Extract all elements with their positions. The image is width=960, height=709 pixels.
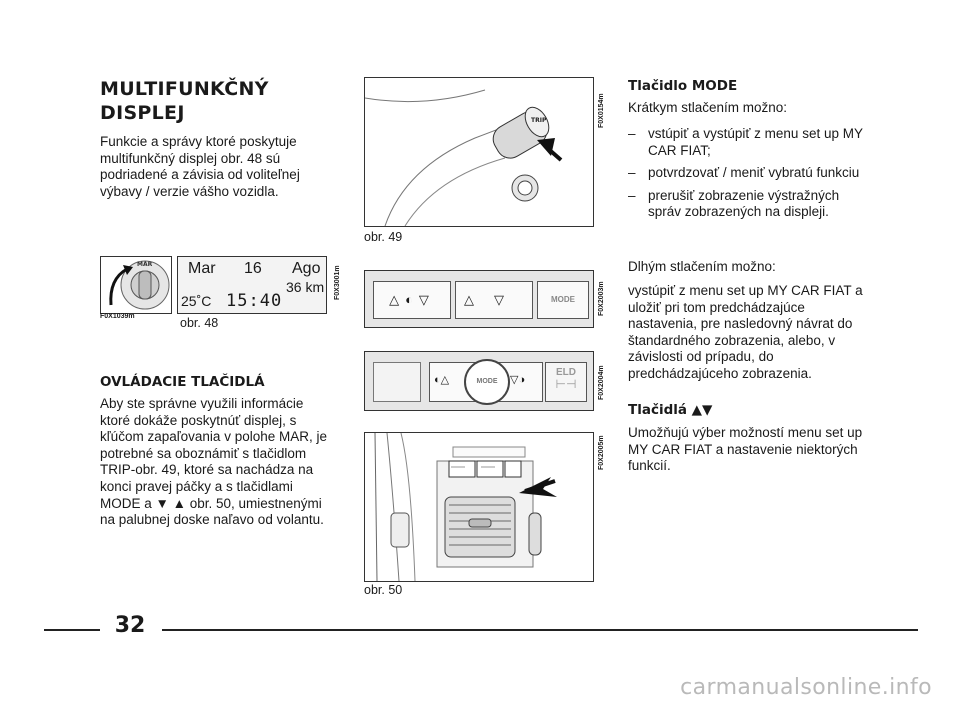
fig50-top-panel: △◐▽ △▽ MODE: [364, 270, 594, 328]
dial-label: MAR: [137, 261, 153, 268]
footer-rule-left: [44, 629, 100, 631]
fig49-frame: TRIP: [364, 77, 594, 227]
mode-title: Tlačidlo MODE: [628, 78, 738, 94]
title-line-2: DISPLEJ: [100, 102, 185, 124]
fig50-code-a: F0X2003m: [598, 281, 605, 316]
trip-stalk-illustration: TRIP: [364, 89, 563, 227]
list-item-text: prerušiť zobrazenie výstražných správ zo…: [648, 187, 840, 220]
intro-paragraph: Funkcie a správy ktoré poskytuje multifu…: [100, 134, 300, 199]
display-month: Ago: [292, 260, 321, 277]
short-press-list: –vstúpiť a vystúpiť z menu set up MY CAR…: [628, 126, 868, 227]
fig50-middle-panel: ◐△ MODE ▽◑ ELD ⊢⊣: [364, 351, 594, 411]
short-press-text: Krátkym stlačením možno:: [628, 100, 788, 115]
fig48-display-frame: Mar 16 Ago 36 km 25˚C 15:40: [177, 256, 327, 314]
ignition-dial-illustration: MAR: [109, 260, 170, 310]
long-press-paragraph: vystúpiť z menu set up MY CAR FIAT a ulo…: [628, 283, 863, 381]
headlight-up-icon: ◐△: [434, 374, 450, 386]
list-item: –prerušiť zobrazenie výstražných správ z…: [628, 188, 868, 221]
page-title: MULTIFUNKČNÝ DISPLEJ: [100, 77, 269, 125]
display-day: Mar: [188, 260, 216, 277]
section-paragraph: Aby ste správne využili informácie ktoré…: [100, 396, 327, 528]
arrows-paragraph: Umožňujú výber možností menu set up MY C…: [628, 425, 863, 474]
fig48-caption: obr. 48: [180, 316, 219, 330]
small-down-symbol: ▽: [510, 374, 519, 386]
axle-icon: ⊢⊣: [555, 377, 577, 391]
fig50-code-b: F0X2004m: [598, 365, 605, 400]
section-title: OVLÁDACIE TLAČIDLÁ: [100, 374, 265, 390]
headlight-icon: ◐: [405, 292, 419, 307]
mode-round-button[interactable]: MODE: [464, 359, 510, 405]
dashboard-illustration: [374, 432, 557, 582]
list-dash: –: [628, 187, 636, 203]
up-symbol: △: [389, 292, 406, 307]
long-press-text: Dlhým stlačením možno:: [628, 259, 776, 274]
headlight-down-icon: ▽◑: [510, 374, 526, 386]
fig49-caption: obr. 49: [364, 230, 403, 244]
list-item: –potvrdzovať / meniť vybratú funkciu: [628, 165, 868, 182]
fig48-dial-frame: MAR: [100, 256, 172, 314]
eld-button[interactable]: ELD ⊢⊣: [545, 362, 587, 402]
fig48-code-left: F0X1039m: [100, 313, 135, 320]
mode-button[interactable]: MODE: [537, 281, 589, 319]
arrows-title: Tlačidlá ▲▼: [628, 402, 713, 418]
arrow-up-symbol: △: [464, 292, 494, 307]
list-dash: –: [628, 126, 636, 141]
arrow-buttons[interactable]: △▽: [455, 281, 533, 319]
mode-switch-block: ◐△ MODE ▽◑: [429, 359, 543, 405]
display-date: 16: [244, 260, 262, 277]
down-symbol: ▽: [418, 292, 435, 307]
page-number: 32: [114, 613, 146, 638]
arrow-down-symbol: ▽: [494, 292, 524, 307]
fig50-caption: obr. 50: [364, 583, 403, 597]
fig50-dashboard-frame: [364, 432, 594, 582]
eld-label: ELD: [556, 367, 576, 378]
trip-label: TRIP: [531, 117, 547, 124]
fig49-code: F0X0154m: [598, 93, 605, 128]
list-item-text: potvrdzovať / meniť vybratú funkciu: [648, 165, 860, 181]
small-up-symbol: △: [440, 374, 450, 386]
display-time: 15:40: [226, 291, 283, 311]
list-item: –vstúpiť a vystúpiť z menu set up MY CAR…: [628, 126, 868, 159]
watermark: carmanualsonline.info: [680, 675, 932, 700]
footer-rule-right: [162, 629, 918, 631]
list-item-text: vstúpiť a vystúpiť z menu set up MY CAR …: [648, 126, 863, 158]
list-dash: –: [628, 165, 636, 181]
display-temp: 25˚C: [181, 293, 212, 309]
display-km: 36 km: [286, 279, 325, 295]
fig50-code-c: F0X2005m: [598, 435, 605, 470]
fig48-code-right: F0X3001m: [334, 265, 341, 300]
title-line-1: MULTIFUNKČNÝ: [100, 78, 269, 100]
headlight-leveling-button[interactable]: △◐▽: [373, 281, 451, 319]
blank-switch: [373, 362, 421, 402]
